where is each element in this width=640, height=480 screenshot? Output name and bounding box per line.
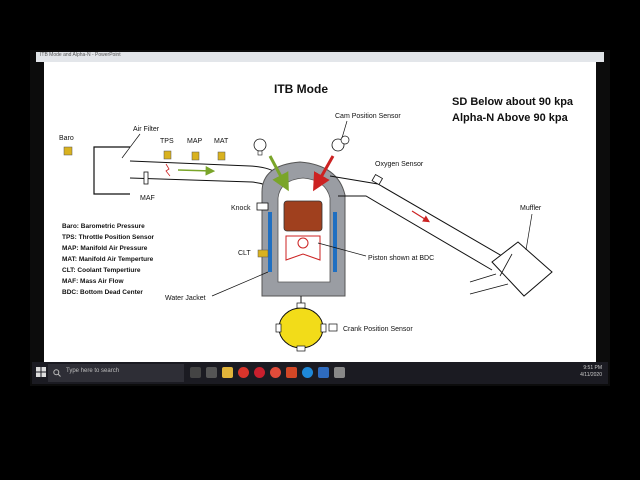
muffler-outlet [469, 273, 509, 295]
tps-label: TPS [160, 138, 174, 145]
file-explorer-icon[interactable] [222, 367, 233, 378]
window-title: ITB Mode and Alpha-N - PowerPoint [40, 52, 121, 58]
task-view-icon[interactable] [206, 367, 217, 378]
wrist-pin [297, 237, 309, 249]
exhaust-flow-arrow [411, 210, 431, 223]
mode-line-1: SD Below about 90 kpa [452, 96, 574, 108]
cam-sensor-pointer [341, 120, 348, 139]
slide-title: ITB Mode [274, 82, 328, 96]
tps-throttle-plate [165, 163, 171, 177]
taskbar: Type here to search 9:51 PM 4/11/2020 [32, 362, 608, 384]
water-jacket-label: Water Jacket [165, 295, 206, 302]
chrome-icon[interactable] [270, 367, 281, 378]
intake-cam-icon [253, 138, 267, 152]
crank-position-sensor [328, 323, 338, 332]
crank-sensor-label: Crank Position Sensor [343, 326, 413, 333]
muffler-pointer [525, 213, 533, 251]
window-titlebar: ITB Mode and Alpha-N - PowerPoint [36, 52, 604, 62]
oxygen-sensor [371, 173, 384, 186]
piston-note-label: Piston shown at BDC [368, 255, 434, 262]
intake-tube-bottom [129, 177, 276, 191]
skype-icon[interactable] [302, 367, 313, 378]
exhaust-cam-icon [331, 138, 345, 152]
crank-tab-bottom [296, 345, 306, 352]
baro-label: Baro [59, 135, 74, 142]
abbreviation-legend: Baro: Barometric Pressure TPS: Throttle … [62, 223, 155, 296]
legend-item: MAT: Manifold Air Temperture [62, 256, 154, 263]
tps-sensor [163, 150, 172, 160]
water-jacket-right [333, 212, 337, 272]
legend-item: BDC: Bottom Dead Center [62, 289, 143, 296]
intake-valve [268, 155, 289, 192]
clt-sensor [257, 249, 269, 258]
knock-sensor [256, 202, 269, 211]
muffler-label: Muffler [520, 205, 542, 212]
clock-date: 4/11/2020 [580, 372, 602, 378]
opera-icon[interactable] [254, 367, 265, 378]
piston-note-pointer [317, 242, 367, 257]
intake-tube-top [129, 160, 281, 176]
photos-icon[interactable] [334, 367, 345, 378]
crank-tab-left [275, 323, 282, 333]
legend-item: CLT: Coolant Tempertiure [62, 267, 141, 274]
search-placeholder: Type here to search [66, 368, 120, 374]
system-tray[interactable]: 9:51 PM 4/11/2020 [580, 365, 602, 379]
clock-time: 9:51 PM [583, 365, 602, 371]
cam-sensor-label: Cam Position Sensor [335, 113, 401, 120]
taskbar-search[interactable]: Type here to search [48, 364, 184, 382]
engine-diagram: ITB Mode SD Below about 90 kpa Alpha-N A… [59, 82, 574, 352]
slide: ITB Mode SD Below about 90 kpa Alpha-N A… [44, 62, 596, 366]
piston-crown [283, 200, 323, 232]
settings-icon[interactable] [318, 367, 329, 378]
muffler-body [491, 241, 553, 297]
clt-label: CLT [238, 250, 251, 257]
mat-label: MAT [214, 138, 229, 145]
mat-sensor [217, 151, 226, 161]
map-label: MAP [187, 138, 203, 145]
air-filter-pointer [121, 133, 141, 159]
exhaust-pipe-bottom [338, 195, 493, 271]
baro-sensor [63, 146, 73, 156]
legend-item: MAP: Manifold Air Pressure [62, 245, 148, 252]
mic-icon[interactable] [190, 367, 201, 378]
muffler-baffle [499, 253, 513, 277]
crank-tab-right [320, 323, 327, 333]
cam-position-sensor-icon [340, 135, 350, 145]
crankshaft [278, 307, 324, 349]
exhaust-valve [313, 155, 335, 192]
mode-line-2: Alpha-N Above 90 kpa [452, 112, 569, 124]
oxygen-sensor-label: Oxygen Sensor [375, 161, 424, 168]
exhaust-pipe-top [329, 175, 503, 257]
search-icon [53, 369, 61, 377]
legend-item: Baro: Barometric Pressure [62, 223, 145, 230]
water-jacket-pointer [211, 271, 269, 297]
water-jacket-left [268, 212, 272, 272]
legend-item: MAF: Mass Air Flow [62, 278, 124, 285]
maf-label: MAF [140, 195, 155, 202]
intake-flow-arrow [177, 166, 216, 176]
air-filter-box [93, 146, 130, 195]
air-filter-label: Air Filter [133, 126, 160, 133]
powerpoint-icon[interactable] [286, 367, 297, 378]
map-sensor [191, 151, 200, 161]
crank-tab-top [296, 302, 306, 309]
legend-item: TPS: Throttle Position Sensor [62, 234, 155, 241]
knock-label: Knock [231, 205, 251, 212]
windows-icon[interactable] [36, 367, 46, 377]
intake-cam-icon-base [257, 150, 263, 156]
chrome-icon[interactable] [238, 367, 249, 378]
maf-sensor [143, 171, 149, 185]
